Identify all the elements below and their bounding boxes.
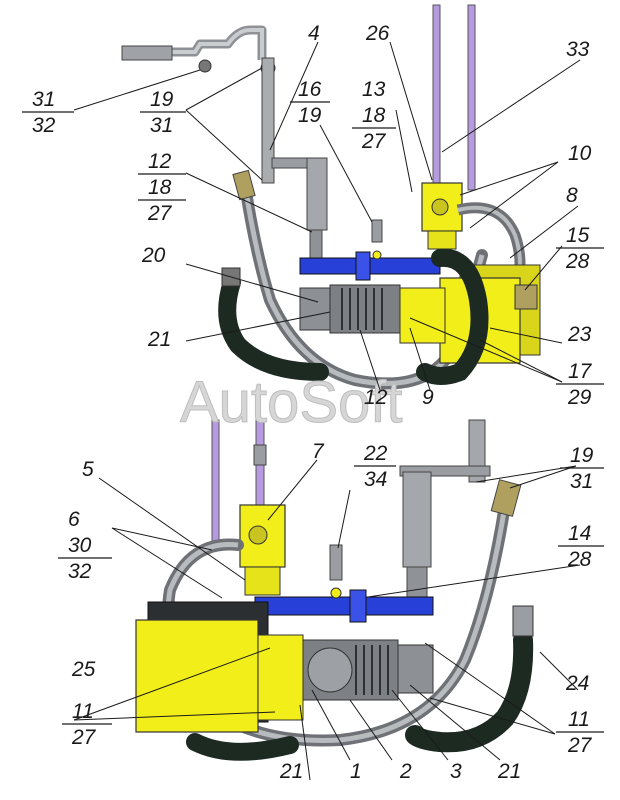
label-25: 25	[71, 658, 96, 681]
lower-blue-pipe	[254, 596, 434, 616]
label-24: 24	[565, 672, 589, 695]
label-11a: 11	[72, 700, 94, 723]
label-17: 17	[568, 360, 593, 383]
label-27c: 27	[71, 726, 97, 749]
label-33: 33	[566, 38, 590, 61]
label-10: 10	[568, 142, 592, 165]
upper-assembly	[121, 4, 541, 390]
callout-labels: 4 26 33 16 19 13 18 27 31 32 19 31 10 12…	[22, 22, 604, 783]
watermark: AutoSoft	[180, 370, 402, 435]
label-26: 26	[365, 22, 390, 45]
label-27a: 27	[361, 130, 387, 153]
label-9: 9	[422, 386, 434, 409]
label-1: 1	[350, 760, 362, 783]
label-12a: 12	[148, 150, 172, 173]
label-8: 8	[566, 184, 578, 207]
label-15: 15	[566, 224, 590, 247]
label-28a: 28	[565, 250, 590, 273]
label-21b: 21	[279, 760, 303, 783]
upper-control-rod-right	[467, 4, 476, 191]
label-22: 22	[363, 442, 388, 465]
label-31c: 31	[570, 470, 593, 493]
label-31a: 31	[32, 88, 55, 111]
upper-black-hose-left	[218, 273, 329, 381]
label-18a: 18	[362, 104, 386, 127]
label-27d: 27	[567, 734, 593, 757]
label-4: 4	[308, 22, 320, 45]
lower-black-hose-right	[405, 630, 534, 753]
label-30: 30	[68, 534, 92, 557]
label-19a: 19	[298, 104, 322, 127]
label-6: 6	[68, 508, 80, 531]
leader-lines	[73, 41, 581, 781]
label-32b: 32	[68, 560, 92, 583]
label-20: 20	[141, 244, 166, 267]
label-28b: 28	[567, 548, 592, 571]
upper-bracket-plate	[121, 45, 173, 61]
upper-control-rod-left	[432, 4, 441, 186]
label-13: 13	[362, 78, 386, 101]
label-12b: 12	[364, 386, 388, 409]
lower-control-rod-left	[211, 419, 220, 551]
label-27b: 27	[147, 202, 173, 225]
upper-cylinder	[306, 157, 328, 231]
label-29: 29	[567, 386, 592, 409]
label-14: 14	[568, 522, 591, 545]
lower-cylinder	[402, 471, 432, 568]
label-16: 16	[298, 78, 322, 101]
label-32a: 32	[32, 114, 56, 137]
lower-black-hose-left	[186, 733, 299, 761]
label-19b: 19	[150, 88, 174, 111]
lower-assembly	[135, 419, 534, 761]
upper-black-hose-right	[416, 248, 489, 385]
label-21c: 21	[497, 760, 521, 783]
label-11b: 11	[568, 708, 590, 731]
label-34: 34	[364, 468, 387, 491]
label-31b: 31	[150, 114, 173, 137]
label-5: 5	[82, 458, 94, 481]
upper-rod	[261, 57, 275, 184]
label-18b: 18	[148, 176, 172, 199]
label-19c: 19	[570, 444, 594, 467]
label-21a: 21	[147, 328, 171, 351]
label-7: 7	[312, 440, 325, 463]
label-2: 2	[399, 760, 412, 783]
label-23: 23	[567, 323, 592, 346]
label-3: 3	[450, 760, 462, 783]
